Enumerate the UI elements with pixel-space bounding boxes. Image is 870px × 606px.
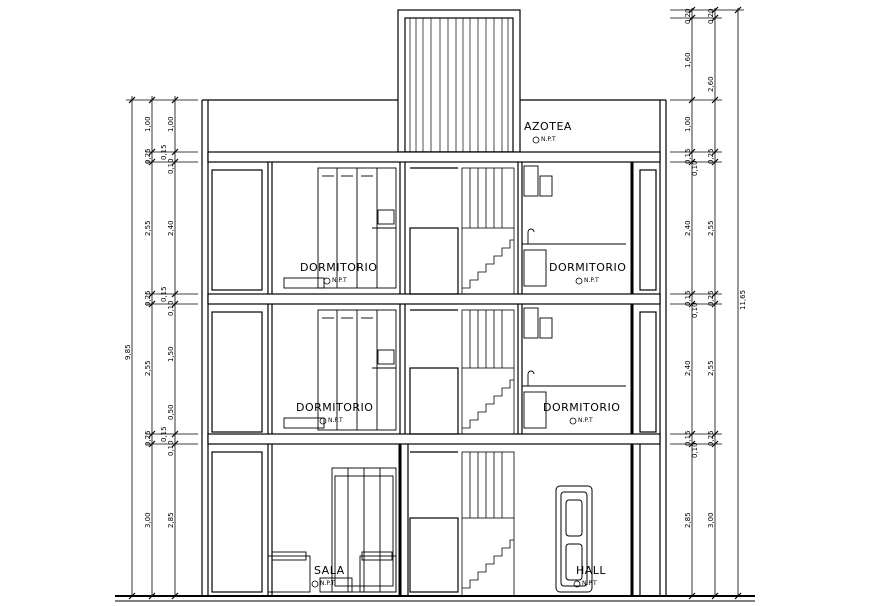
room-label-dormitorio-1b: DORMITORIO: [543, 401, 620, 414]
level-tag: N.P.T: [578, 417, 593, 424]
dim-right-outer: 2,55: [707, 360, 715, 376]
dim-left-inner: 0,50: [167, 404, 175, 420]
dim-left-inner: 0,15: [160, 144, 168, 160]
dimension-text-left: 9,85 1,00 0,25 2,55 0,25 2,55 0,25 3,00 …: [124, 116, 175, 528]
dimension-ticks-left: [128, 96, 179, 600]
bathroom-fixtures: [522, 165, 626, 429]
dim-right-inner: 0,10: [691, 302, 699, 318]
dim-right-inner: 2,40: [684, 360, 692, 376]
dim-left-inner: 0,15: [160, 286, 168, 302]
dim-left-outer: 3,00: [144, 512, 152, 528]
room-label-dormitorio-1a: DORMITORIO: [296, 401, 373, 414]
dimension-ticks-right: [688, 6, 742, 600]
dim-right-outer: 2,55: [707, 220, 715, 236]
level-tag: N.P.T: [541, 136, 556, 143]
dim-left-inner: 0,10: [167, 300, 175, 316]
building-shell: [201, 9, 667, 596]
dimension-lines-right: [670, 8, 744, 597]
dim-left-outer: 0,25: [144, 148, 152, 164]
dim-right-inner: 0,10: [691, 442, 699, 458]
room-label-hall: HALL: [576, 564, 606, 577]
dim-right-outer: 2,60: [707, 76, 715, 92]
room-label-azotea: AZOTEA: [524, 120, 572, 133]
dim-right-inner: 2,85: [684, 512, 692, 528]
dim-left-inner: 0,15: [160, 426, 168, 442]
beds: [283, 277, 325, 429]
dim-right-inner: 0,15: [684, 430, 692, 446]
dim-right-outer: 3,00: [707, 512, 715, 528]
dim-right-outer: 0,20: [707, 8, 715, 24]
dim-total-right: 11,65: [739, 290, 747, 310]
sala-furniture: [267, 551, 397, 593]
dim-right-inner: 0,15: [684, 148, 692, 164]
level-tag: N.P.T: [582, 580, 597, 587]
dim-left-outer: 0,25: [144, 430, 152, 446]
room-label-dormitorio-2a: DORMITORIO: [300, 261, 377, 274]
interior-walls: [211, 162, 657, 596]
dim-right-inner: 0,10: [691, 160, 699, 176]
dim-right-outer: 0,25: [707, 148, 715, 164]
level-tag: N.P.T: [328, 417, 343, 424]
dim-left-outer: 2,55: [144, 360, 152, 376]
dim-left-inner: 2,85: [167, 512, 175, 528]
floor-slabs: [207, 151, 661, 445]
room-labels: AZOTEA DORMITORIO DORMITORIO DORMITORIO …: [296, 120, 626, 577]
dim-left-inner: 2,40: [167, 220, 175, 236]
dim-left-inner: 1,50: [167, 346, 175, 362]
room-label-sala: SALA: [314, 564, 345, 577]
dim-right-outer: 0,25: [707, 290, 715, 306]
dim-left-outer: 2,55: [144, 220, 152, 236]
dim-right-inner: 0,15: [684, 290, 692, 306]
level-marker-icons: [311, 136, 583, 588]
dim-left-inner: 0,10: [167, 440, 175, 456]
stairs: [461, 167, 515, 596]
level-tag: N.P.T: [332, 277, 347, 284]
level-markers: N.P.T N.P.T N.P.T N.P.T N.P.T N.P.T N.P.…: [320, 136, 599, 587]
level-tag: N.P.T: [320, 580, 335, 587]
tower-hatch: [409, 18, 509, 152]
dim-right-outer: 0,25: [707, 430, 715, 446]
dim-right-inner: 2,40: [684, 220, 692, 236]
dim-total-left: 9,85: [124, 344, 132, 360]
dim-left-outer: 1,00: [144, 116, 152, 132]
dim-left-inner: 1,00: [167, 116, 175, 132]
level-tag: N.P.T: [584, 277, 599, 284]
dimension-lines-left: [126, 96, 198, 597]
dim-right-inner: 1,60: [684, 52, 692, 68]
dim-left-outer: 0,25: [144, 290, 152, 306]
dimension-text-right: 11,65 0,20 1,60 1,00 0,15 0,10 2,40 0,15…: [684, 8, 747, 528]
dim-left-inner: 0,10: [167, 158, 175, 174]
wardrobes: [317, 167, 397, 593]
dim-right-inner: 1,00: [684, 116, 692, 132]
room-label-dormitorio-2b: DORMITORIO: [549, 261, 626, 274]
hall-door: [555, 485, 593, 593]
dim-right-inner: 0,20: [684, 8, 692, 24]
ground-line: [115, 595, 755, 602]
